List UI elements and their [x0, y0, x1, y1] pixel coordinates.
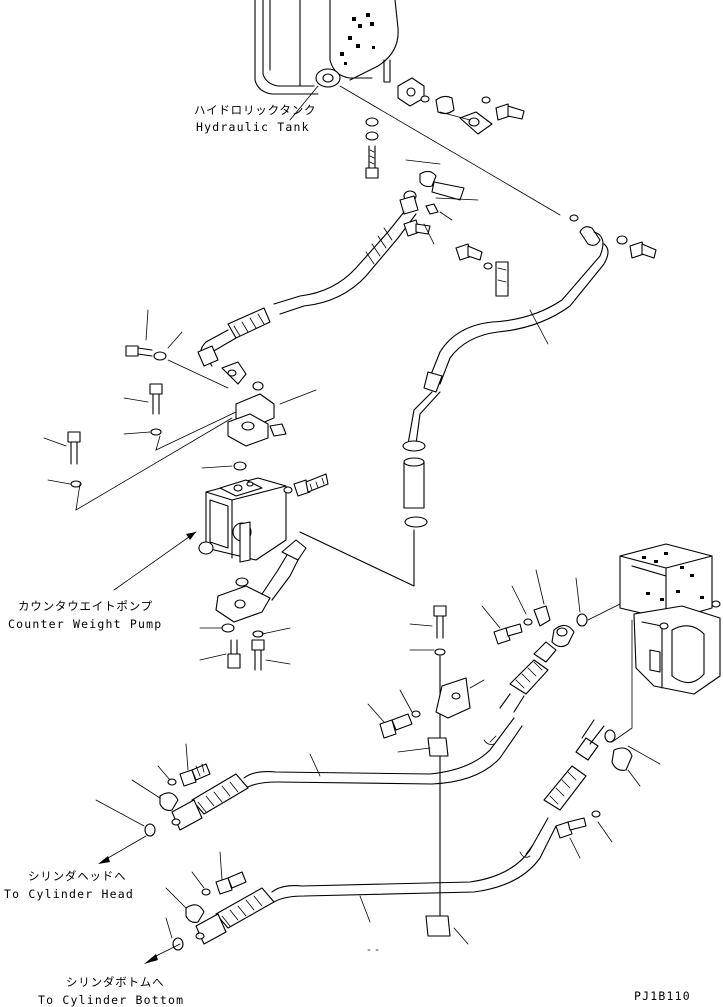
cylinder-bottom-label-jp: シリンダボトムへ [66, 975, 164, 989]
label-leaders [98, 85, 379, 964]
pump-inlet-flange-parts [43, 309, 317, 511]
suction-hose-left [197, 159, 509, 367]
counter-weight-pump-label-en: Counter Weight Pump [8, 617, 162, 631]
tank-outlet-flange-parts [365, 77, 525, 179]
cylinder-head-label-en: To Cylinder Head [4, 887, 134, 901]
counter-weight-pump [198, 473, 329, 671]
pipe-to-cylinder-head [243, 569, 629, 789]
tank-port-dots [340, 13, 375, 65]
hydraulic-tank-label-en: Hydraulic Tank [196, 120, 310, 134]
drawing-code: PJ1B110 [634, 989, 691, 1003]
cylinder-head-flange-parts [95, 743, 249, 837]
counter-weight-pump-label-jp: カウンタウエイトポンプ [18, 599, 153, 613]
hydraulic-tank [254, 0, 399, 95]
hydraulic-tank-label-jp: ハイドロリックタンク [194, 103, 316, 117]
return-hose-right [299, 214, 657, 587]
cylinder-bottom-label-en: To Cylinder Bottom [38, 993, 184, 1007]
cylinder-bottom-flange-parts [165, 851, 275, 951]
control-valve-block [611, 543, 721, 743]
cylinder-head-label-jp: シリンダヘッドへ [28, 869, 126, 883]
clamp-bracket-center [367, 605, 485, 945]
pipe-to-cylinder-bottom [271, 719, 661, 923]
